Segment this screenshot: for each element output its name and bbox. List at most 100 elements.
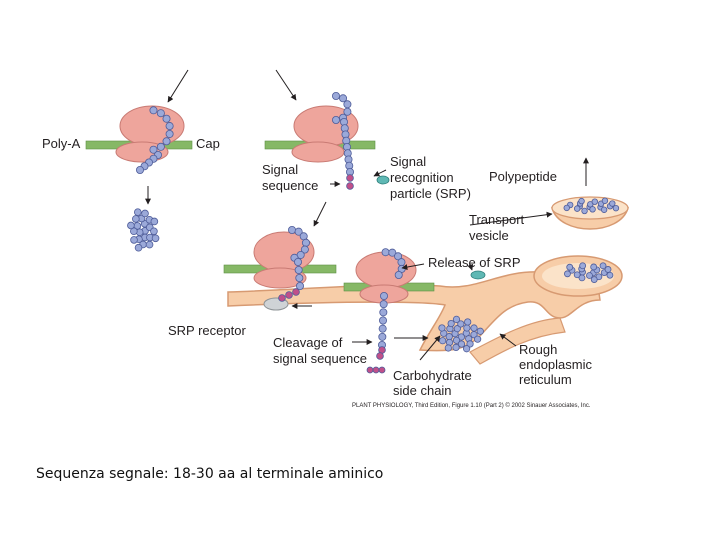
label-carbohydrate: Carbohydrate side chain xyxy=(393,368,475,398)
polypeptide-bead xyxy=(295,281,304,290)
polypeptide-bead xyxy=(589,206,596,213)
polypeptide-bead xyxy=(601,197,609,204)
polypeptide-bead xyxy=(141,209,149,218)
polypeptide-bead xyxy=(579,262,587,270)
polypeptide-bead xyxy=(165,129,174,138)
polypeptide-bead xyxy=(127,221,135,230)
polypeptide-bead xyxy=(590,276,598,283)
ribosome-3 xyxy=(253,231,315,289)
label-poly-a: Poly-A xyxy=(42,136,81,151)
label-release-srp: Release of SRP xyxy=(428,255,521,270)
polypeptide-bead xyxy=(134,243,143,252)
label-rough-er: Rough endoplasmic reticulum xyxy=(519,342,596,387)
polypeptide-bead xyxy=(287,225,296,234)
polypeptide-bead xyxy=(452,315,461,323)
polypeptide-bead xyxy=(394,252,403,261)
polypeptide-bead xyxy=(145,240,154,249)
label-cleavage: Cleavage of signal sequence xyxy=(273,335,367,366)
polypeptide-bead xyxy=(457,340,466,348)
polypeptide-bead xyxy=(378,366,386,374)
polypeptide-bead xyxy=(591,198,598,205)
polypeptide-chains xyxy=(127,92,620,374)
polypeptide-bead xyxy=(388,248,397,257)
polypeptide-bead xyxy=(150,217,159,226)
polypeptide-bead xyxy=(343,100,352,109)
polypeptide-bead xyxy=(590,263,598,271)
caption: Sequenza segnale: 18-30 aa al terminale … xyxy=(36,466,384,482)
label-signal-sequence: Signal sequence xyxy=(262,162,318,193)
polypeptide-bead xyxy=(151,234,160,243)
polypeptide-bead xyxy=(381,248,390,257)
polypeptide-bead xyxy=(135,165,144,174)
polypeptide-bead xyxy=(606,271,614,279)
label-cap: Cap xyxy=(196,136,220,151)
ribosomes xyxy=(115,105,417,304)
arrows xyxy=(145,69,589,361)
polypeptide-bead xyxy=(463,324,471,332)
polypeptide-bead xyxy=(366,366,374,374)
polypeptide-bead xyxy=(447,319,455,328)
polypeptide-bead xyxy=(453,325,461,333)
polypeptide-bead xyxy=(470,324,478,332)
polypeptide-bead xyxy=(578,274,586,282)
polypeptide-bead xyxy=(394,270,403,279)
polypeptide-bead xyxy=(372,366,380,374)
polypeptide-bead xyxy=(463,345,471,353)
polypeptide-bead xyxy=(444,344,452,352)
rough-er-membrane xyxy=(227,271,601,365)
polypeptide-bead xyxy=(331,116,340,125)
polypeptide-bead xyxy=(293,257,302,266)
figure-credit: PLANT PHYSIOLOGY, Third Edition, Figure … xyxy=(352,402,591,409)
polypeptide-bead xyxy=(397,258,406,267)
polypeptide-bead xyxy=(379,300,388,309)
polypeptide-bead xyxy=(294,227,303,236)
polypeptide-bead xyxy=(331,92,340,101)
label-transport-vesicle: Transport vesicle xyxy=(469,212,528,243)
polypeptide-bead xyxy=(346,182,354,190)
labels: Poly-A Cap Signal sequence Signal recogn… xyxy=(42,136,596,409)
polypeptide-bead xyxy=(578,197,585,205)
polypeptide-bead xyxy=(285,291,293,299)
polypeptide-bead xyxy=(476,327,484,335)
polypeptide-bead xyxy=(278,294,286,302)
label-polypeptide: Polypeptide xyxy=(489,169,557,184)
polypeptide-bead xyxy=(379,308,388,317)
polypeptide-bead xyxy=(457,320,465,328)
polypeptide-bead xyxy=(600,206,608,213)
polypeptide-bead xyxy=(292,288,300,296)
polypeptide-bead xyxy=(156,142,165,151)
polypeptide-bead xyxy=(294,265,303,274)
polypeptide-bead xyxy=(573,205,581,212)
polypeptide-bead xyxy=(378,324,387,333)
polypeptide-bead xyxy=(343,107,352,116)
polypeptide-bead xyxy=(474,335,482,343)
polypeptide-bead xyxy=(599,262,607,270)
polypeptide-bead xyxy=(573,271,581,279)
polypeptide-bead xyxy=(566,263,574,271)
polypeptide-bead xyxy=(133,208,142,216)
polypeptide-bead xyxy=(452,343,460,352)
polypeptide-bead xyxy=(439,337,447,345)
polypeptide-bead xyxy=(162,114,171,123)
polypeptide-bead xyxy=(130,236,138,244)
srp-released xyxy=(470,270,486,280)
polypeptide-bead xyxy=(452,336,461,344)
polypeptide-bead xyxy=(346,174,354,182)
polypeptide-bead xyxy=(379,291,388,300)
label-srp: Signal recognition particle (SRP) xyxy=(390,154,471,201)
polypeptide-bead xyxy=(156,109,165,118)
polypeptide-bead xyxy=(438,324,446,332)
srp-free xyxy=(376,175,390,185)
polypeptide-bead xyxy=(376,352,384,360)
polypeptide-bead xyxy=(466,340,474,348)
polypeptide-bead xyxy=(165,122,174,131)
polypeptide-bead xyxy=(564,270,571,278)
polypeptide-bead xyxy=(581,207,588,215)
polypeptide-bead xyxy=(149,106,158,115)
polypeptide-bead xyxy=(457,333,465,341)
polypeptide-bead xyxy=(609,200,616,207)
polypeptide-bead xyxy=(132,215,140,223)
polypeptide-bead xyxy=(150,227,158,236)
polypeptide-bead xyxy=(162,137,171,146)
